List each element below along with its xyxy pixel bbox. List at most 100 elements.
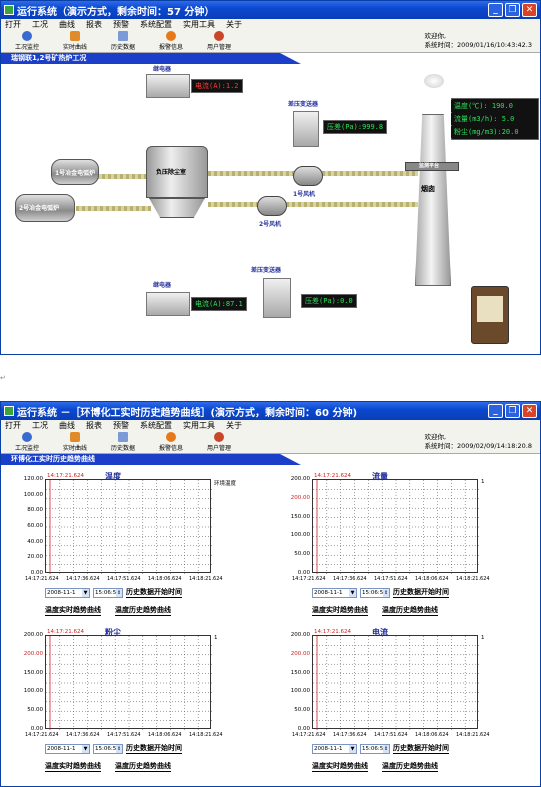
title-bar[interactable]: 运行系统（演示方式，剩余时间：57 分钟） _ ❐ ✕: [1, 1, 540, 19]
dp-device: [263, 278, 291, 318]
history-start-button[interactable]: 历史数据开始时间: [393, 588, 449, 598]
pipe: [96, 174, 151, 179]
tool-history[interactable]: 历史数据: [99, 432, 147, 453]
maximize-button[interactable]: ❐: [505, 404, 520, 418]
pipe: [76, 206, 151, 211]
menu-curve[interactable]: 曲线: [59, 20, 75, 29]
y-tick-label: 100.00: [23, 688, 43, 695]
time-spinner[interactable]: 15:06:5⇕: [93, 587, 123, 598]
spinner-icon[interactable]: ⇕: [383, 744, 389, 753]
history-trend-button[interactable]: 温度历史趋势曲线: [115, 606, 171, 616]
menu-about[interactable]: 关于: [226, 20, 242, 29]
plot-area[interactable]: [312, 635, 479, 730]
time-spinner[interactable]: 15:06:5⇕: [93, 743, 123, 754]
dp-label: 差压变送器: [251, 267, 282, 274]
current-readout: 电流(A):87.1: [191, 297, 247, 311]
menu-report[interactable]: 报表: [86, 421, 102, 430]
dust-hopper: [149, 198, 205, 218]
date-picker[interactable]: 2008-11-1▼: [45, 587, 90, 598]
fan-1: [293, 166, 323, 186]
history-trend-button[interactable]: 温度历史趋势曲线: [382, 606, 438, 616]
y-tick-label: 50.00: [27, 707, 43, 714]
spinner-icon[interactable]: ⇕: [383, 588, 389, 597]
close-button[interactable]: ✕: [522, 404, 537, 418]
menu-alert[interactable]: 预警: [113, 20, 129, 29]
menu-report[interactable]: 报表: [86, 20, 102, 29]
tool-monitor[interactable]: 工况监控: [3, 31, 51, 52]
history-start-button[interactable]: 历史数据开始时间: [126, 744, 182, 754]
terminal-screen: [477, 296, 503, 322]
tool-realtime[interactable]: 实时曲线: [51, 432, 99, 453]
y-tick-label: 200.00: [290, 476, 310, 482]
tool-monitor[interactable]: 工况监控: [3, 432, 51, 453]
realtime-trend-button[interactable]: 温度实时趋势曲线: [45, 762, 101, 772]
chevron-down-icon[interactable]: ▼: [82, 744, 89, 753]
date-picker[interactable]: 2008-11-1▼: [312, 743, 357, 754]
y-tick-label: 150.00: [23, 669, 43, 676]
x-tick-label: 14:17:21.624: [292, 576, 326, 582]
menu-alert[interactable]: 预警: [113, 421, 129, 430]
spinner-icon[interactable]: ⇕: [116, 744, 122, 753]
x-tick-label: 14:18:21.624: [189, 576, 223, 582]
maximize-button[interactable]: ❐: [505, 3, 520, 17]
menu-tools[interactable]: 实用工具: [183, 20, 215, 29]
x-tick-label: 14:17:36.624: [333, 576, 367, 582]
realtime-trend-button[interactable]: 温度实时趋势曲线: [312, 606, 368, 616]
chevron-down-icon[interactable]: ▼: [349, 588, 356, 597]
time-spinner[interactable]: 15:06:5⇕: [360, 743, 390, 754]
date-picker[interactable]: 2008-11-1▼: [45, 743, 90, 754]
tool-users[interactable]: 用户管理: [195, 31, 243, 52]
menu-tools[interactable]: 实用工具: [183, 421, 215, 430]
y-tick-label: 120.00: [23, 476, 43, 482]
menu-config[interactable]: 系统配置: [140, 20, 172, 29]
menu-open[interactable]: 打开: [5, 421, 21, 430]
plot-area[interactable]: [45, 479, 212, 574]
menu-about[interactable]: 关于: [226, 421, 242, 430]
history-trend-button[interactable]: 温度历史趋势曲线: [115, 762, 171, 772]
y-tick-label: 0.00: [30, 570, 43, 576]
history-trend-button[interactable]: 温度历史趋势曲线: [382, 762, 438, 772]
menu-bar: 打开 工况 曲线 报表 预警 系统配置 实用工具 关于: [1, 19, 540, 31]
tool-alarm[interactable]: 报警信息: [147, 31, 195, 52]
chevron-down-icon[interactable]: ▼: [82, 588, 89, 597]
realtime-trend-button[interactable]: 温度实时趋势曲线: [45, 606, 101, 616]
chart-title: 电流: [372, 628, 388, 637]
tool-users[interactable]: 用户管理: [195, 432, 243, 453]
time-spinner[interactable]: 15:06:5⇕: [360, 587, 390, 598]
trend-buttons: 温度实时趋势曲线 温度历史趋势曲线: [312, 605, 438, 616]
process-diagram: 继电器 电流(A):1.2 差压变送器 压差(Pa):999.8 1号冶金电弧炉…: [1, 64, 540, 354]
spinner-icon[interactable]: ⇕: [116, 588, 122, 597]
close-button[interactable]: ✕: [522, 3, 537, 17]
relay-label: 继电器: [153, 282, 172, 289]
tool-history[interactable]: 历史数据: [99, 31, 147, 52]
x-tick-label: 14:17:36.624: [66, 732, 100, 738]
y-tick-label: 150.00: [290, 669, 310, 676]
plot-area[interactable]: [45, 635, 212, 730]
realtime-trend-button[interactable]: 温度实时趋势曲线: [312, 762, 368, 772]
tool-realtime[interactable]: 实时曲线: [51, 31, 99, 52]
minimize-button[interactable]: _: [488, 3, 503, 17]
menu-open[interactable]: 打开: [5, 20, 21, 29]
app-icon: [4, 5, 14, 15]
date-picker[interactable]: 2008-11-1▼: [312, 587, 357, 598]
history-start-controls: 2008-11-1▼ 15:06:5⇕ 历史数据开始时间: [312, 743, 449, 754]
welcome-info: 欢迎你,系统时间：2009/01/16/10:43:42.3: [424, 32, 532, 49]
plot-area[interactable]: [312, 479, 479, 574]
history-start-button[interactable]: 历史数据开始时间: [126, 588, 182, 598]
section-title: 环博化工实时历史趋势曲线: [1, 454, 301, 465]
history-start-button[interactable]: 历史数据开始时间: [393, 744, 449, 754]
tool-alarm[interactable]: 报警信息: [147, 432, 195, 453]
chevron-down-icon[interactable]: ▼: [349, 744, 356, 753]
menu-condition[interactable]: 工况: [32, 421, 48, 430]
furnace-2-label: 2号冶金电弧炉: [19, 205, 60, 212]
menu-curve[interactable]: 曲线: [59, 421, 75, 430]
furnace-1-label: 1号冶金电弧炉: [55, 170, 96, 177]
minimize-button[interactable]: _: [488, 404, 503, 418]
menu-config[interactable]: 系统配置: [140, 421, 172, 430]
toolbar: 工况监控 实时曲线 历史数据 报警信息 用户管理 欢迎你,系统时间：2009/0…: [1, 31, 540, 53]
relay-device: [146, 292, 190, 316]
chart-cursor-time: 14:17:21.624: [314, 629, 351, 635]
title-bar[interactable]: 运行系统 －［环博化工实时历史趋势曲线］(演示方式，剩余时间：60 分钟) _ …: [1, 402, 540, 420]
menu-condition[interactable]: 工况: [32, 20, 48, 29]
